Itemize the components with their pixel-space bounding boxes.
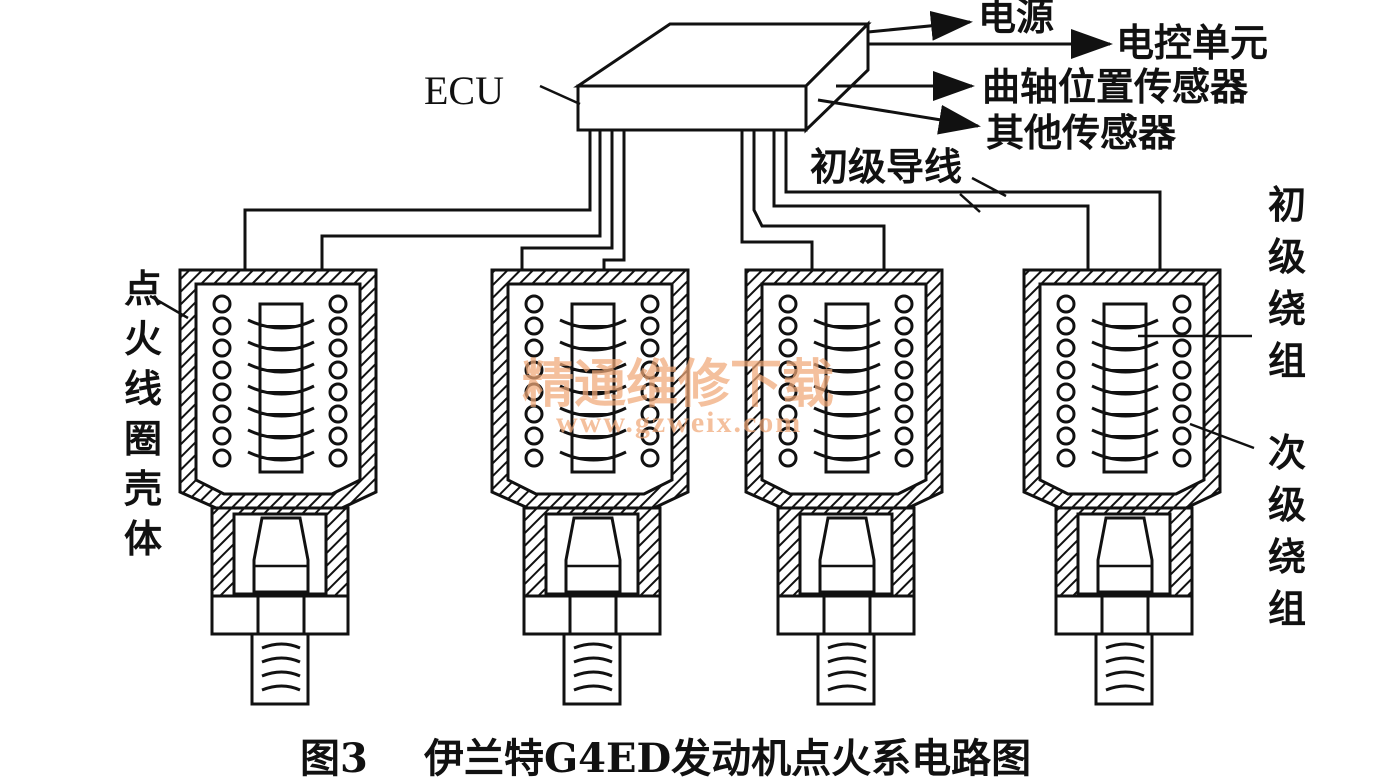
secondary-winding-label: 次级绕组 — [1268, 430, 1306, 631]
secondary-winding-leader — [1189, 422, 1255, 450]
ignition-coil — [490, 268, 690, 706]
primary-wire-leader — [971, 176, 1007, 198]
primary-winding-label: 初级绕组 — [1268, 182, 1306, 383]
primary-wires — [243, 130, 1162, 270]
ecu-output-arrows — [817, 10, 1113, 135]
ecu-box — [573, 20, 872, 134]
watermark-url: www.gzweix.com — [556, 406, 802, 439]
ecu-leader-line — [539, 84, 581, 106]
coil-housing-label: 点火线圈壳体 — [124, 266, 162, 561]
primary-wire-label: 初级导线 — [810, 144, 962, 189]
other-sensors-label: 其他传感器 — [986, 110, 1177, 155]
watermark-text: 精通维修下载 — [522, 356, 834, 414]
housing-leader — [149, 294, 189, 320]
power-label: 电源 — [978, 0, 1054, 39]
control-unit-label: 电控单元 — [1116, 20, 1268, 65]
caption-title: 伊兰特G4ED发动机点火系电路图 — [423, 735, 1031, 782]
ignition-coil — [178, 268, 378, 706]
crank-sensor-label: 曲轴位置传感器 — [982, 64, 1249, 109]
ecu-label: ECU — [424, 68, 504, 113]
caption-number: 图3 — [300, 735, 368, 782]
primary-wire-leader-2 — [959, 193, 981, 213]
ignition-coil — [744, 268, 944, 706]
